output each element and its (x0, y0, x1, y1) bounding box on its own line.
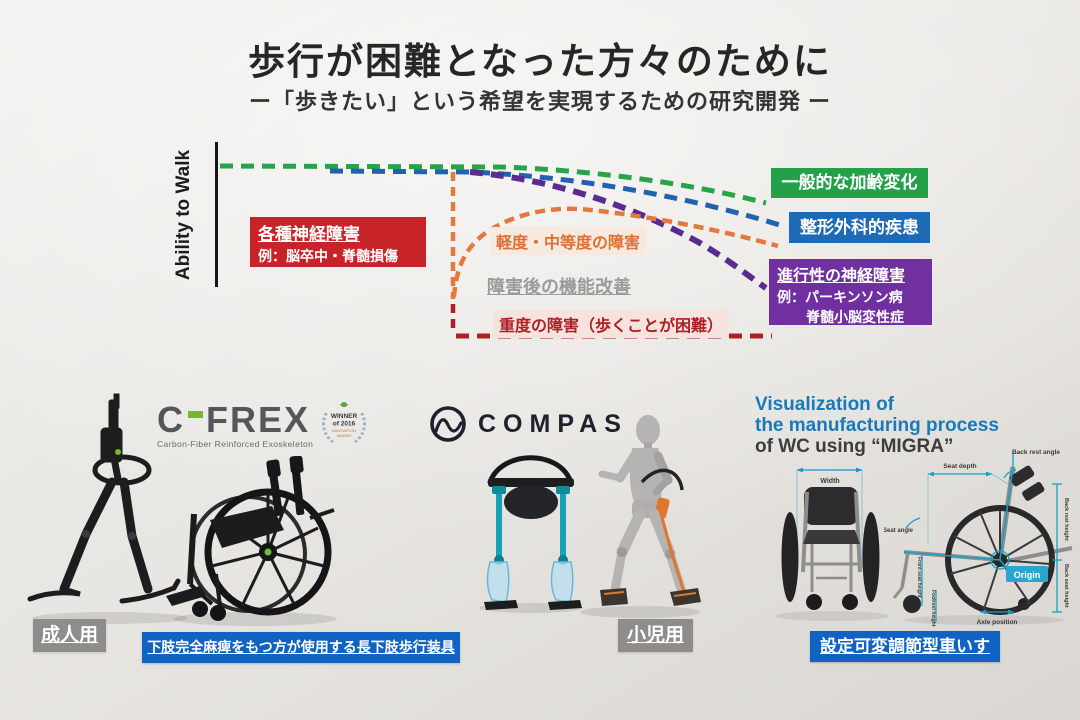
shadow (580, 606, 700, 618)
note-mild-disability: 軽度・中等度の障害 (490, 227, 647, 255)
footrest-height-label: Footrest height (930, 590, 936, 627)
award-line4: AWARD (337, 433, 352, 438)
compas-icon (430, 406, 466, 442)
progressive-example1: 例：パーキンソン病 (777, 289, 903, 305)
shadow (774, 611, 890, 621)
axle-position-label: Axle position (977, 619, 1018, 626)
award-emblem (340, 402, 348, 407)
progressive-title: 進行性の神経障害 (777, 268, 906, 285)
y-axis-line (215, 142, 218, 287)
laurel-right (354, 411, 366, 444)
note-functional-improvement: 障害後の機能改善 (487, 277, 631, 297)
neuro-example: 例：脳卒中・脊髄損傷 (258, 248, 398, 264)
label-box-neuro-disorders: 各種神経障害 例：脳卒中・脊髄損傷 (250, 217, 426, 267)
laurel-left (322, 411, 334, 444)
label-box-aging: 一般的な加齢変化 (771, 168, 928, 198)
front-seat-height-label: Front seat height (916, 557, 922, 598)
award-line2: of 2016 (333, 421, 356, 428)
origin-label: Origin (1014, 570, 1041, 580)
seat-angle-label: Seat angle (884, 528, 914, 534)
cfrex-logo-frex: FREX (206, 399, 311, 440)
shadow (904, 615, 1064, 625)
curve-progressive (469, 169, 768, 291)
award-line1: WINNER (331, 413, 358, 420)
back-rest-angle-label: Back rest angle (1012, 449, 1060, 456)
cfrex-wheelchair-photo (166, 456, 337, 626)
award-badge: WINNER of 2016 INNOVATION AWARD (322, 402, 366, 444)
wheelchair (166, 456, 335, 621)
dimension-labels: Seat depth Back rest angle Back rest hei… (884, 449, 1069, 627)
label-box-orthopedic: 整形外科的疾患 (789, 212, 930, 243)
wheelchair-front-view-diagram: Width (774, 467, 890, 621)
label-box-progressive: 進行性の神経障害 例：パーキンソン病 脊髄小脳変性症 (769, 259, 932, 325)
label-adult-use: 成人用 (33, 619, 106, 652)
award-line3: INNOVATION (332, 428, 356, 433)
page-subtitle: ー「歩きたい」という希望を実現するための研究開発 ー (248, 89, 832, 114)
compas-logo: COMPAS (428, 404, 628, 444)
migra-heading-line3: of WC using “MIGRA” (755, 436, 954, 457)
neuro-title: 各種神経障害 (258, 225, 360, 244)
label-child-use: 小児用 (618, 619, 693, 652)
width-label: Width (820, 478, 839, 485)
origin-badge (1006, 566, 1048, 582)
cfrex-logo: C FREX Carbon-Fiber Reinforced Exoskeleto… (157, 399, 314, 450)
migra-heading-line2: the manufacturing process (755, 415, 999, 436)
compas-name: COMPAS (478, 409, 628, 438)
front-wheelchair (781, 487, 880, 610)
cfrex-logo-c: C (157, 399, 185, 440)
dimension-lines (903, 452, 1062, 622)
mannequin-photo (580, 415, 701, 618)
curve-orthopedic (329, 168, 784, 229)
exoskeleton-frame (27, 393, 181, 604)
seat-depth-label: Seat depth (943, 463, 976, 470)
caption-migra: 設定可変調節型車いす (810, 631, 1000, 662)
migra-heading: Visualization of the manufacturing proce… (755, 394, 999, 457)
mannequin (598, 415, 701, 606)
note-severe-disability: 重度の障害（歩くことが困難） (493, 310, 730, 338)
back-rest-height-label: Back rest height (1063, 498, 1069, 541)
orthosis (484, 455, 582, 610)
progressive-example2: 脊髄小脳変性症 (806, 309, 904, 325)
cfrex-logo-dash (188, 411, 203, 418)
wheelchair-side-view-diagram: Seat depth Back rest angle Back rest hei… (884, 449, 1073, 627)
page-title: 歩行が困難となった方々のために (248, 41, 832, 82)
back-seat-height-label: Back seat height (1063, 564, 1069, 608)
caption-cfrex: 下肢完全麻痺をもつ方が使用する長下肢歩行装具 (142, 632, 460, 663)
curve-recovery (451, 206, 779, 298)
migra-heading-line1: Visualization of (755, 394, 895, 415)
cfrex-tagline: Carbon-Fiber Reinforced Exoskeleton (157, 439, 314, 449)
compas-orthosis-photo (479, 455, 583, 613)
curve-aging (219, 163, 767, 206)
